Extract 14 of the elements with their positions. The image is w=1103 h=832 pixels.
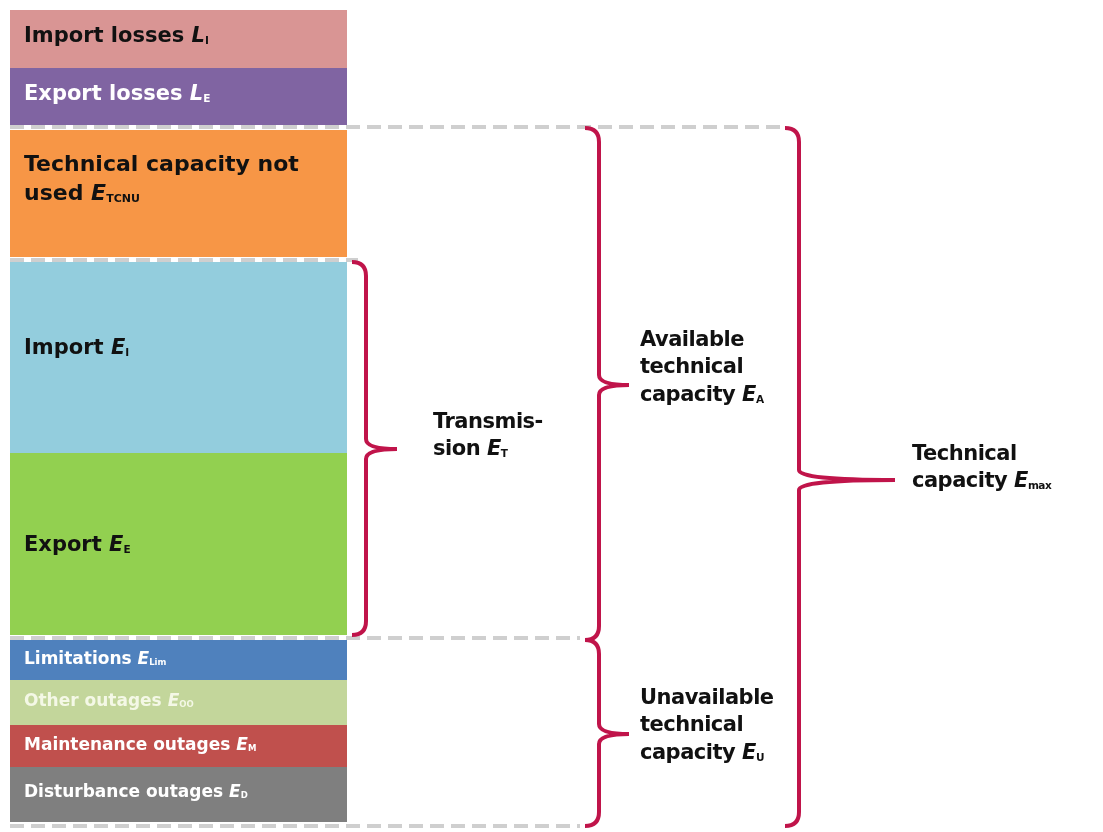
stacked-segment xyxy=(10,453,347,635)
segment-label: Other outages E$_{OO}$ xyxy=(24,690,194,710)
segment-label: Maintenance outages E$_{M}$ xyxy=(24,734,257,754)
stacked-segment xyxy=(10,680,347,725)
segment-label: Disturbance outages E$_{D}$ xyxy=(24,781,248,801)
stacked-segment xyxy=(10,68,347,125)
segment-label: Limitations E$_{Lim}$ xyxy=(24,648,167,668)
stacked-segment xyxy=(10,262,347,453)
stacked-segment xyxy=(10,10,347,68)
stacked-segment xyxy=(10,130,347,257)
segment-label: Technical capacity not used E$_{TCNU}$ xyxy=(24,151,299,205)
stacked-segment xyxy=(10,767,347,822)
stacked-segment xyxy=(10,640,347,680)
stacked-segment xyxy=(10,725,347,767)
